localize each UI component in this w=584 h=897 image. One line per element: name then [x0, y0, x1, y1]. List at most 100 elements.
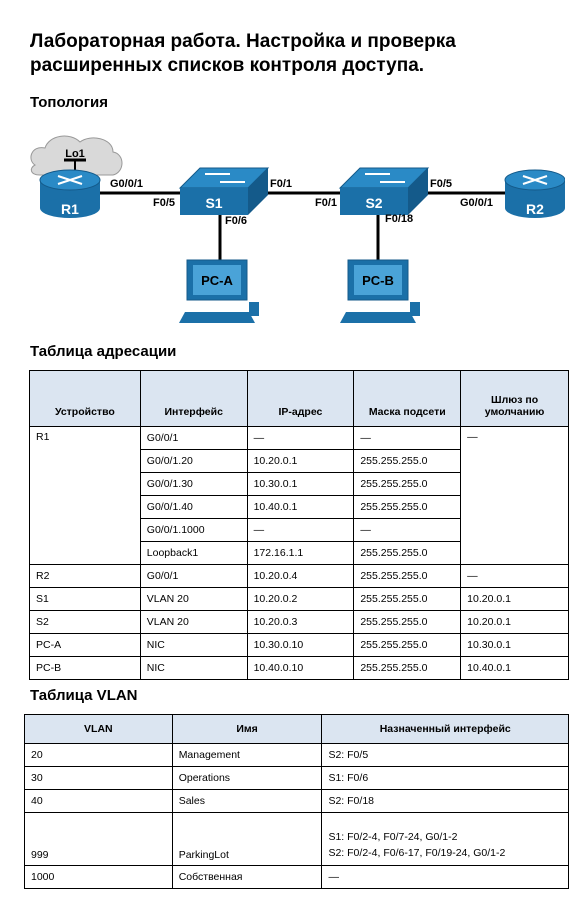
cell: ParkingLot	[171, 812, 323, 866]
cell: R2	[29, 564, 141, 588]
cell: 255.255.255.0	[353, 472, 462, 496]
table-row: 20 Management S2: F0/5	[24, 743, 569, 767]
cell: 10.20.0.4	[246, 564, 355, 588]
port-r2-g001: G0/0/1	[460, 197, 493, 209]
port-r1-g001: G0/0/1	[110, 178, 143, 190]
cell: R1	[29, 426, 141, 565]
table-row: G0/0/1.1000 — —	[30, 518, 569, 542]
cell: S2	[29, 610, 141, 634]
col-name: Имя	[171, 714, 323, 744]
pc-a-icon	[179, 259, 259, 323]
cell: —	[460, 564, 569, 588]
cell: 255.255.255.0	[353, 541, 462, 565]
cell: S1: F0/2-4, F0/7-24, G0/1-2 S2: F0/2-4, …	[321, 812, 569, 866]
cell: —	[321, 865, 569, 889]
cell: NIC	[139, 633, 248, 657]
cell: Loopback1	[139, 541, 248, 565]
cell: 172.16.1.1	[246, 541, 355, 565]
router-r1-icon	[39, 169, 101, 218]
addressing-heading: Таблица адресации	[30, 343, 177, 360]
cell: —	[246, 426, 355, 450]
cell: 255.255.255.0	[353, 587, 462, 611]
port-s2-f05: F0/5	[430, 178, 452, 190]
cloud-icon	[30, 135, 123, 176]
switch-s1-icon	[178, 167, 270, 215]
cell: Собственная	[171, 865, 323, 889]
cell: —	[353, 426, 462, 450]
cell: 255.255.255.0	[353, 610, 462, 634]
cell: VLAN 20	[139, 610, 248, 634]
table-row: S1 VLAN 20 10.20.0.2 255.255.255.0 10.20…	[29, 587, 569, 611]
col-ip: IP-адрес	[246, 370, 355, 427]
cell: 10.40.0.1	[460, 656, 569, 680]
col-mask: Маска подсети	[353, 370, 462, 427]
cell: Operations	[171, 766, 323, 790]
cell: 10.20.0.1	[460, 587, 569, 611]
cell: S1: F0/6	[321, 766, 569, 790]
table-row: PC-A NIC 10.30.0.10 255.255.255.0 10.30.…	[29, 633, 569, 657]
lo1-label: Lo1	[65, 148, 85, 160]
col-device: Устройство	[29, 370, 141, 427]
cell: PC-A	[29, 633, 141, 657]
col-assigned: Назначенный интерфейс	[321, 714, 569, 744]
cell: S2: F0/5	[321, 743, 569, 767]
cell: 10.30.0.1	[246, 472, 355, 496]
cell: —	[246, 518, 355, 542]
cell: 40	[24, 789, 173, 813]
table-row: Loopback1 172.16.1.1 255.255.255.0	[30, 541, 569, 565]
cell: G0/0/1.1000	[139, 518, 248, 542]
col-interface: Интерфейс	[139, 370, 248, 427]
table-header-row: VLAN Имя Назначенный интерфейс	[24, 714, 569, 744]
cell: 10.40.0.1	[246, 495, 355, 519]
table-row: S2 VLAN 20 10.20.0.3 255.255.255.0 10.20…	[29, 610, 569, 634]
cell: 10.20.0.2	[246, 587, 355, 611]
cell: —	[460, 426, 569, 565]
assigned-line-1: S1: F0/2-4, F0/7-24, G0/1-2	[328, 831, 458, 843]
pc-b-label: PC-B	[362, 273, 394, 288]
cell: Management	[171, 743, 323, 767]
cell: 20	[24, 743, 173, 767]
cell: 255.255.255.0	[353, 564, 462, 588]
vlan-heading: Таблица VLAN	[30, 687, 138, 704]
table-row: 30 Operations S1: F0/6	[24, 766, 569, 790]
table-row: 40 Sales S2: F0/18	[24, 789, 569, 813]
pc-b-icon	[340, 259, 420, 323]
switch-s2-icon	[338, 167, 430, 215]
cell: G0/0/1	[139, 426, 248, 450]
cell: 10.20.0.1	[246, 449, 355, 473]
cell: G0/0/1	[139, 564, 248, 588]
port-s1-f06: F0/6	[225, 215, 247, 227]
topology-diagram: Lo1 R1 R2 S1 S2 PC-A	[30, 135, 565, 323]
cell: 255.255.255.0	[353, 656, 462, 680]
table-header-row: Устройство Интерфейс IP-адрес Маска подс…	[29, 370, 569, 427]
pc-a-label: PC-A	[201, 273, 233, 288]
table-row: R2 G0/0/1 10.20.0.4 255.255.255.0 —	[29, 564, 569, 588]
port-s2-f01: F0/1	[315, 197, 337, 209]
r2-label: R2	[526, 201, 544, 217]
s2-label: S2	[365, 195, 382, 211]
cell: 10.30.0.1	[460, 633, 569, 657]
cell: VLAN 20	[139, 587, 248, 611]
cell: Sales	[171, 789, 323, 813]
cell: NIC	[139, 656, 248, 680]
topology-links	[100, 191, 505, 265]
cell: PC-B	[29, 656, 141, 680]
r1-label: R1	[61, 201, 79, 217]
addressing-table: Устройство Интерфейс IP-адрес Маска подс…	[29, 370, 569, 680]
cell: —	[353, 518, 462, 542]
cell: 10.20.0.3	[246, 610, 355, 634]
table-row: G0/0/1.20 10.20.0.1 255.255.255.0	[30, 449, 569, 473]
assigned-line-2: S2: F0/2-4, F0/6-17, F0/19-24, G0/1-2	[328, 847, 506, 859]
cell: 255.255.255.0	[353, 633, 462, 657]
cell: 1000	[24, 865, 173, 889]
cell: 10.40.0.10	[246, 656, 355, 680]
cell: S2: F0/18	[321, 789, 569, 813]
vlan-table: VLAN Имя Назначенный интерфейс 20 Manage…	[24, 714, 569, 889]
cell: G0/0/1.20	[139, 449, 248, 473]
port-s2-f018: F0/18	[385, 213, 413, 225]
cell: S1	[29, 587, 141, 611]
cell: 10.30.0.10	[246, 633, 355, 657]
page-title: Лабораторная работа. Настройка и проверк…	[30, 31, 456, 76]
table-row: R1 G0/0/1 — — —	[29, 426, 569, 565]
table-row: 999 ParkingLot S1: F0/2-4, F0/7-24, G0/1…	[24, 812, 569, 866]
